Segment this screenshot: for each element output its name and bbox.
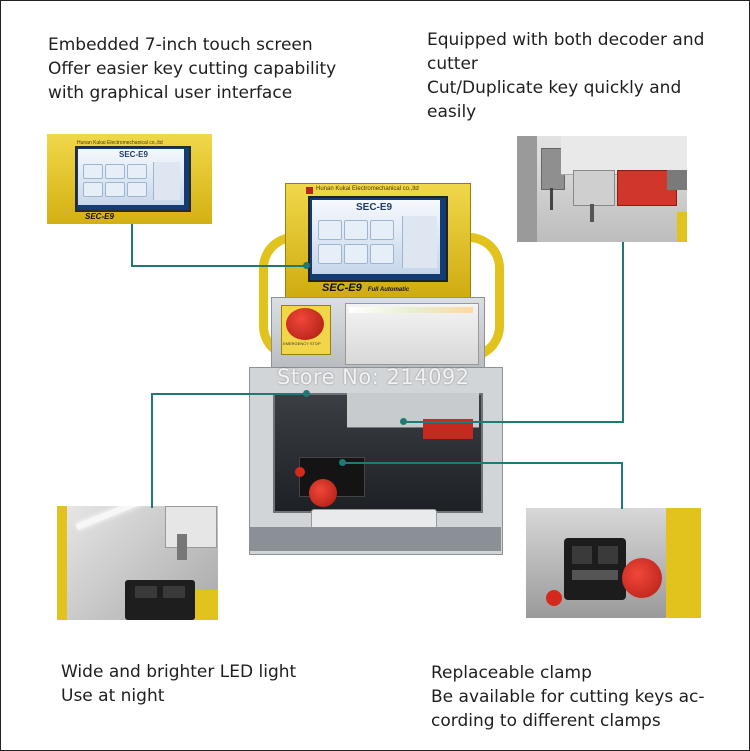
screen-tile [370, 220, 394, 240]
clamp-knob [309, 479, 337, 507]
emergency-stop-label: EMERGENCY STOP [283, 341, 321, 346]
caption-line: cording to different clamps [431, 711, 661, 731]
cutter-housing [345, 303, 479, 365]
model-badge-text: SEC-E9 [322, 282, 362, 294]
connector-line [151, 393, 153, 508]
connector-line [343, 462, 623, 464]
caption-line: Be available for cutting keys ac- [431, 687, 705, 707]
brand-text: Hunan Kukai Electromechanical co.,ltd [316, 186, 419, 192]
caption-line: Embedded 7-inch touch screen [48, 35, 313, 55]
caption-replaceable-clamp: Replaceable clamp Be available for cutti… [431, 661, 705, 733]
connector-line [622, 242, 624, 423]
caption-line: cutter [427, 54, 478, 74]
control-panel: Hunan Kukai Electromechanical co.,ltd SE… [285, 183, 471, 299]
caption-decoder-cutter: Equipped with both decoder and cutter Cu… [427, 28, 704, 124]
indicator-strip [349, 307, 473, 313]
connector-dot [303, 390, 310, 397]
screen-tile [127, 182, 147, 197]
caption-line: with graphical user interface [48, 83, 293, 103]
caption-line: Replaceable clamp [431, 663, 592, 683]
caption-line: Use at night [61, 686, 165, 706]
screen-tile [83, 182, 103, 197]
clamp-closeup-photo [526, 508, 701, 618]
cutter-motor [423, 419, 473, 439]
model-badge-text: SEC-E9 [85, 212, 114, 221]
drawer-handle [311, 509, 437, 529]
clamp-knob-small [546, 590, 562, 606]
connector-dot [339, 459, 346, 466]
screen-side-menu [402, 216, 437, 268]
screen-tile [370, 244, 394, 264]
screen-tile [127, 164, 147, 179]
model-badge: SEC-E9 [85, 212, 114, 221]
caption-line: Cut/Duplicate key quickly and [427, 78, 682, 98]
touch-screen-closeup-photo: Hunan Kukai Electromechanical co.,ltd SE… [47, 134, 212, 224]
clamp-knob-large [622, 558, 662, 598]
connector-dot [400, 418, 407, 425]
led-light-closeup-photo [57, 506, 218, 620]
screen-tile [83, 164, 103, 179]
store-watermark: Store No: 214092 [277, 365, 470, 389]
brand-text-small: Hunan Kukai Electromechanical co.,ltd [77, 140, 163, 146]
screen-tile [344, 244, 368, 264]
screen-side-menu [153, 162, 180, 200]
caption-line: Offer easier key cutting capability [48, 59, 337, 79]
key-cutting-machine: Hunan Kukai Electromechanical co.,ltd SE… [247, 171, 505, 571]
caption-line: Equipped with both decoder and [427, 30, 705, 50]
screen-title: SEC-E9 [119, 150, 148, 159]
connector-line [131, 265, 307, 267]
emergency-stop-button [286, 308, 324, 340]
model-badge: SEC-E9 Full Automatic [322, 282, 409, 294]
cutter-spindle [573, 170, 615, 206]
screen-tile [105, 182, 125, 197]
screen-title: SEC-E9 [356, 202, 393, 213]
brand-logo [306, 187, 313, 194]
decoder-probe [550, 188, 553, 210]
connector-line [405, 421, 624, 423]
model-suffix-text: Full Automatic [367, 287, 410, 293]
cutter-decoder-closeup-photo [517, 136, 687, 242]
connector-line [131, 224, 133, 267]
caption-touch-screen: Embedded 7-inch touch screen Offer easie… [48, 33, 336, 105]
connector-line [621, 462, 623, 509]
caption-line: Wide and brighter LED light [61, 662, 297, 682]
screen-tile [318, 220, 342, 240]
connector-dot [303, 262, 310, 269]
caption-led-light: Wide and brighter LED light Use at night [61, 660, 296, 708]
caption-line: easily [427, 102, 477, 122]
screen-tile [344, 220, 368, 240]
screen-tile [318, 244, 342, 264]
screen-tile [105, 164, 125, 179]
connector-line [151, 393, 307, 395]
